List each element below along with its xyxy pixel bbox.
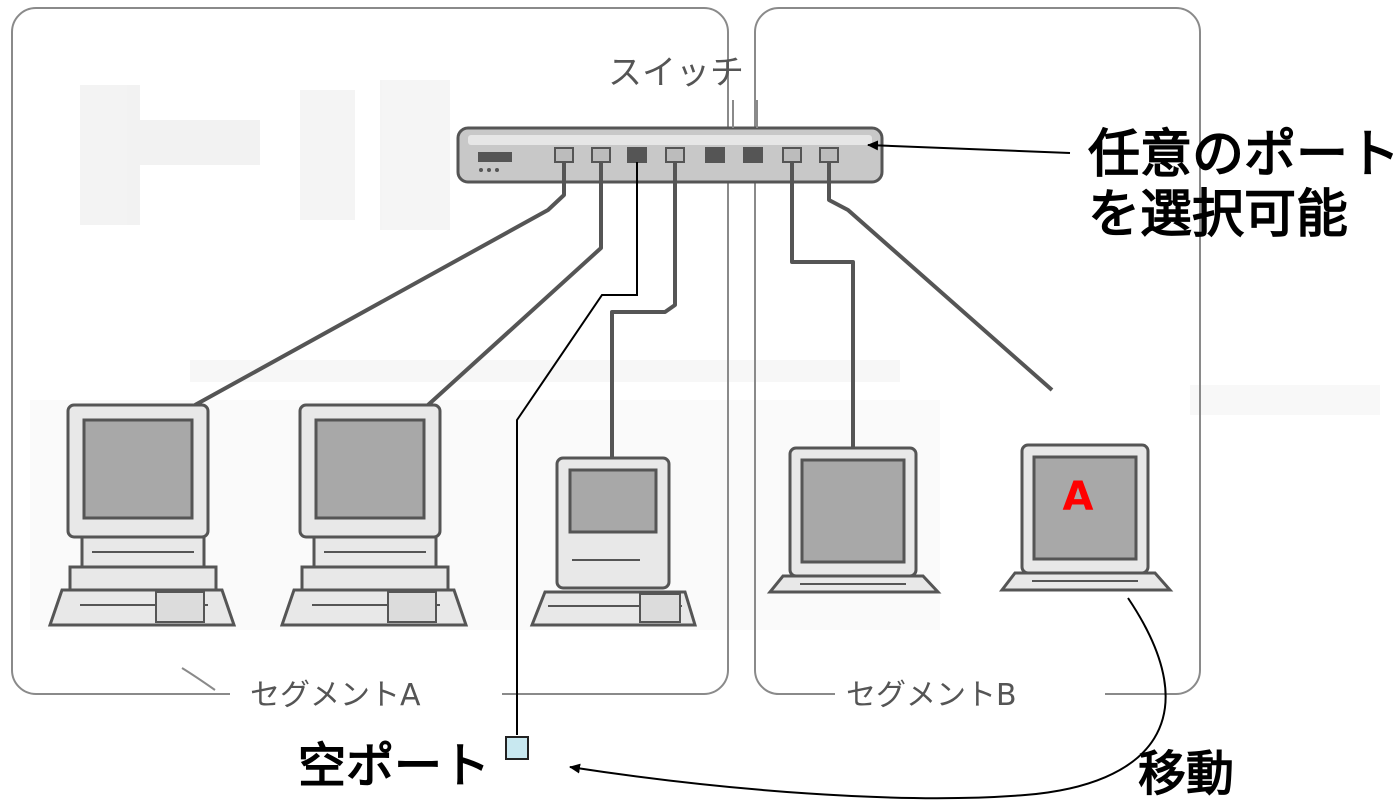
port-selection-label-line1: 任意のポート (1088, 125, 1395, 185)
switch-ports (554, 147, 839, 163)
move-label: 移動 (1138, 746, 1234, 802)
segment-b-label: セグメントB (846, 678, 1017, 713)
empty-port-icon (505, 736, 529, 760)
laptop-icon (998, 443, 1174, 592)
laptop-icon (766, 446, 942, 594)
switch-label: スイッチ (608, 53, 744, 93)
rerouted-cable (516, 162, 638, 735)
laptop-a-marker: A (1063, 474, 1094, 520)
segment-a-label: セグメントA (250, 678, 421, 713)
desktop-computer-icon (47, 403, 237, 627)
switch-icon (456, 126, 884, 184)
compact-computer-icon (529, 456, 698, 627)
arrow-icon (867, 140, 1071, 154)
desktop-computer-icon (279, 403, 469, 627)
empty-port-label: 空ポート (298, 738, 490, 794)
network-cables (194, 162, 1054, 458)
port-selection-label-line2: を選択可能 (1088, 185, 1348, 245)
arrow-icon (569, 597, 1167, 800)
